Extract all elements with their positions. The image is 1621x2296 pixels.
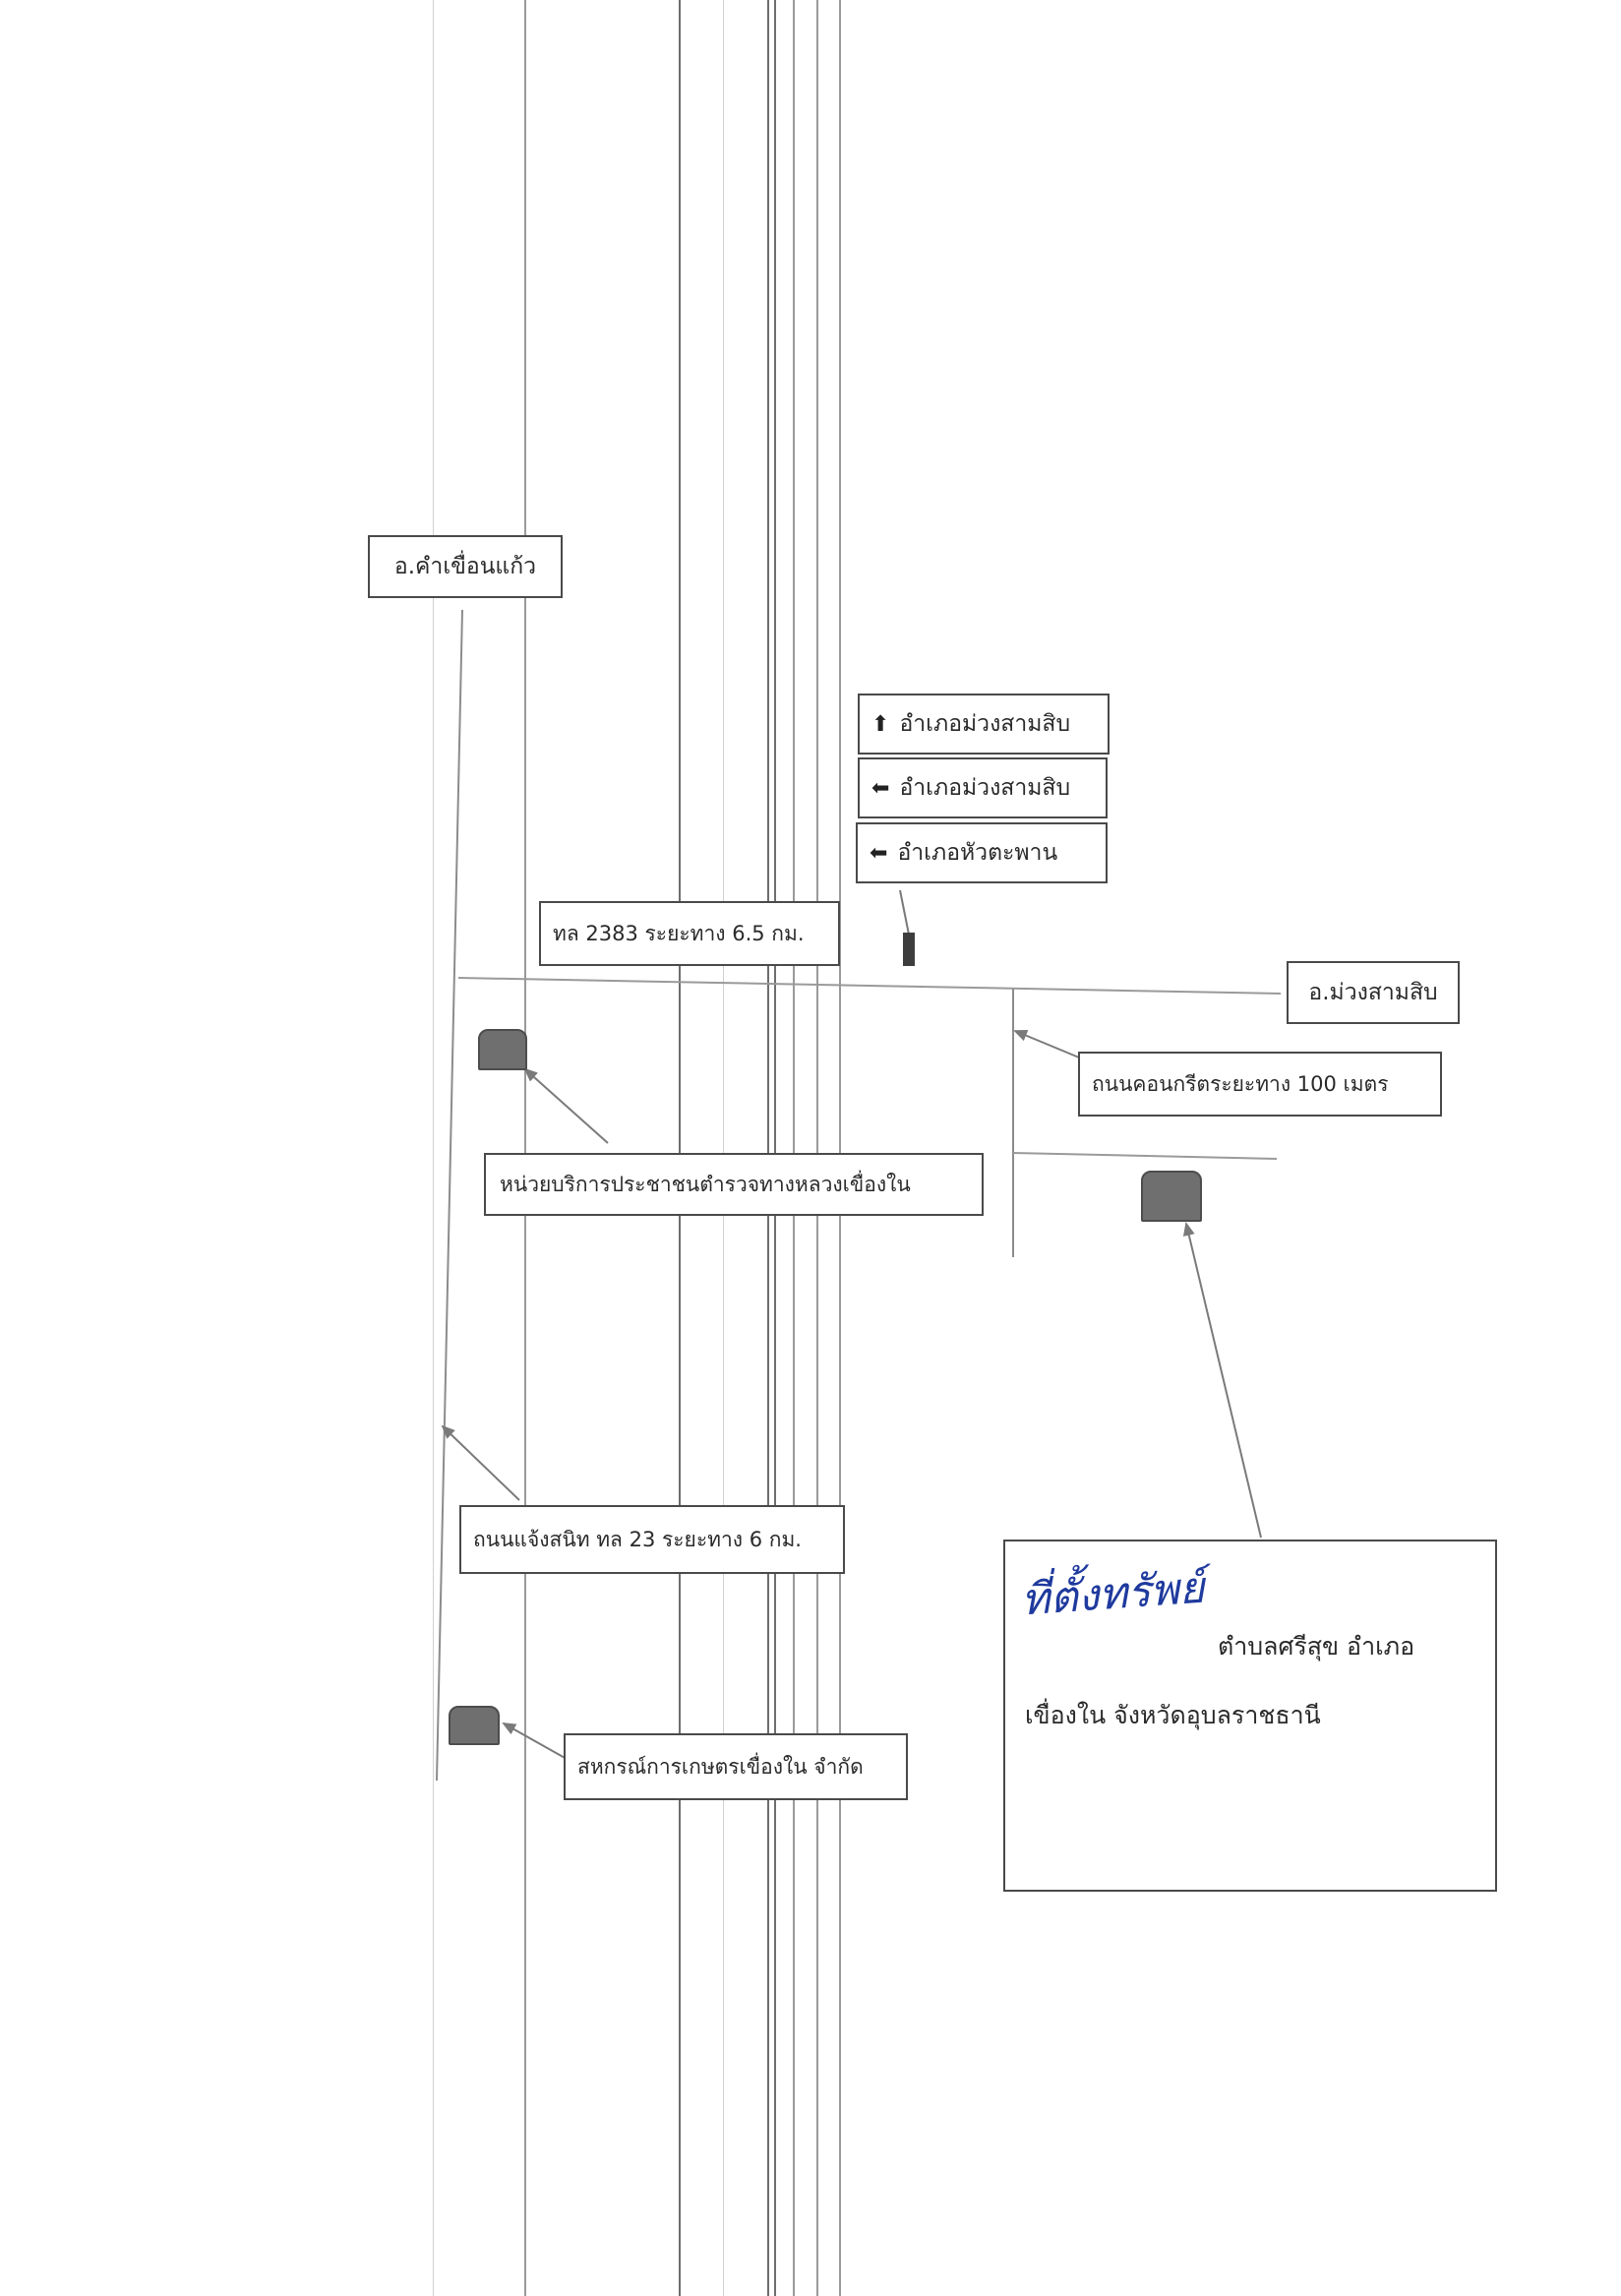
label-concrete-road: ถนนคอนกรีตระยะทาง 100 เมตร	[1078, 1052, 1442, 1117]
coop-landmark-icon	[449, 1706, 500, 1745]
label-road-2383: ทล 2383 ระยะทาง 6.5 กม.	[539, 901, 840, 966]
scan-line	[524, 0, 526, 2296]
signpost-icon	[903, 933, 915, 966]
scan-line	[816, 0, 818, 2296]
leader-arrow	[441, 1424, 520, 1501]
arrow-up-icon: ⬆	[871, 711, 890, 737]
leader-arrow	[1182, 1222, 1262, 1539]
scan-line	[774, 0, 776, 2296]
leader-arrow	[1013, 1030, 1080, 1058]
police-landmark-icon	[478, 1029, 527, 1070]
label-text: หน่วยบริการประชาชนตำรวจทางหลวงเขื่องใน	[500, 1172, 911, 1196]
leader-arrow	[899, 889, 911, 940]
property-address-line2: เขื่องใน จังหวัดอุบลราชธานี	[1025, 1701, 1321, 1729]
property-address-line1: ตำบลศรีสุข อำเภอ	[1218, 1632, 1415, 1661]
label-muangsamsip: อ.ม่วงสามสิบ	[1287, 961, 1460, 1024]
scan-line	[767, 0, 769, 2296]
sign-muang-up: ⬆ อำเภอม่วงสามสิบ	[858, 694, 1110, 755]
label-text: อำเภอหัวตะพาน	[897, 840, 1058, 866]
label-coop: สหกรณ์การเกษตรเขื่องใน จำกัด	[564, 1733, 908, 1800]
arrow-left-icon: ⬅	[871, 775, 890, 801]
scan-line	[433, 0, 434, 2296]
arrow-left-icon: ⬅	[870, 840, 888, 866]
label-text: อ.คำเขื่อนแก้ว	[393, 554, 537, 579]
leader-arrow	[502, 1722, 568, 1760]
label-police-unit: หน่วยบริการประชาชนตำรวจทางหลวงเขื่องใน	[484, 1153, 984, 1216]
label-text: ถนนคอนกรีตระยะทาง 100 เมตร	[1092, 1071, 1389, 1096]
scan-line	[793, 0, 795, 2296]
label-text: ทล 2383 ระยะทาง 6.5 กม.	[553, 921, 805, 945]
label-khamkhuankaeo: อ.คำเขื่อนแก้ว	[368, 535, 563, 598]
sign-huataphan-left: ⬅ อำเภอหัวตะพาน	[856, 822, 1108, 883]
label-text: อ.ม่วงสามสิบ	[1308, 980, 1438, 1005]
scan-line	[839, 0, 841, 2296]
sign-muang-left: ⬅ อำเภอม่วงสามสิบ	[858, 757, 1108, 818]
property-title-handwritten: ที่ตั้งทรัพย์	[1019, 1562, 1207, 1626]
label-road-chaengsanit: ถนนแจ้งสนิท ทล 23 ระยะทาง 6 กม.	[459, 1505, 845, 1574]
label-text: สหกรณ์การเกษตรเขื่องใน จำกัด	[577, 1754, 864, 1779]
road-line	[457, 977, 1282, 995]
scan-line	[679, 0, 681, 2296]
label-text: อำเภอม่วงสามสิบ	[899, 775, 1071, 801]
label-text: ถนนแจ้งสนิท ทล 23 ระยะทาง 6 กม.	[473, 1527, 802, 1551]
label-text: อำเภอม่วงสามสิบ	[899, 711, 1071, 737]
road-line	[1012, 1152, 1278, 1160]
property-location-box	[1003, 1540, 1497, 1892]
leader-arrow	[523, 1067, 609, 1144]
road-line	[436, 609, 463, 1782]
scan-line	[723, 0, 724, 2296]
property-landmark-icon	[1141, 1171, 1202, 1222]
